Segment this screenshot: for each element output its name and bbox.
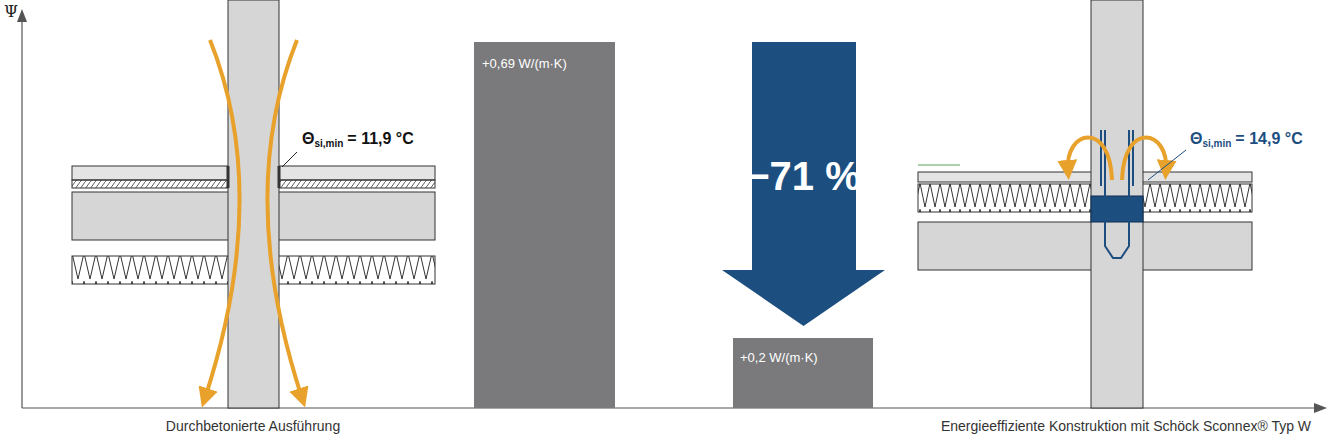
- theta-symbol: Θ: [1190, 130, 1202, 147]
- temperature-value: = 14,9 °C: [1235, 130, 1302, 147]
- theta-symbol: Θ: [302, 130, 314, 147]
- value-bar: +0,69 W/(m·K): [474, 42, 615, 408]
- construction-caption: Durchbetonierte Ausführung: [166, 418, 340, 434]
- value-label: +0,2 W/(m·K): [740, 350, 873, 365]
- left-construction: [72, 0, 435, 408]
- reduction-arrow: −71 %: [722, 42, 885, 326]
- temperature-label: Θsi,min = 14,9 °C: [1188, 130, 1305, 149]
- temperature-value: = 11,9 °C: [347, 130, 413, 147]
- theta-subscript: si,min: [1202, 138, 1231, 149]
- axis-label: Ψ: [4, 2, 18, 21]
- construction-caption: Energieeffiziente Konstruktion mit Schöc…: [941, 418, 1311, 434]
- value-label: +0,69 W/(m·K): [482, 56, 615, 71]
- theta-subscript: si,min: [314, 138, 343, 149]
- value-bar: +0,2 W/(m·K): [733, 338, 873, 408]
- right-construction: [918, 0, 1252, 408]
- percent-label: −71 %: [722, 154, 885, 199]
- temperature-label: Θsi,min = 11,9 °C: [300, 130, 416, 149]
